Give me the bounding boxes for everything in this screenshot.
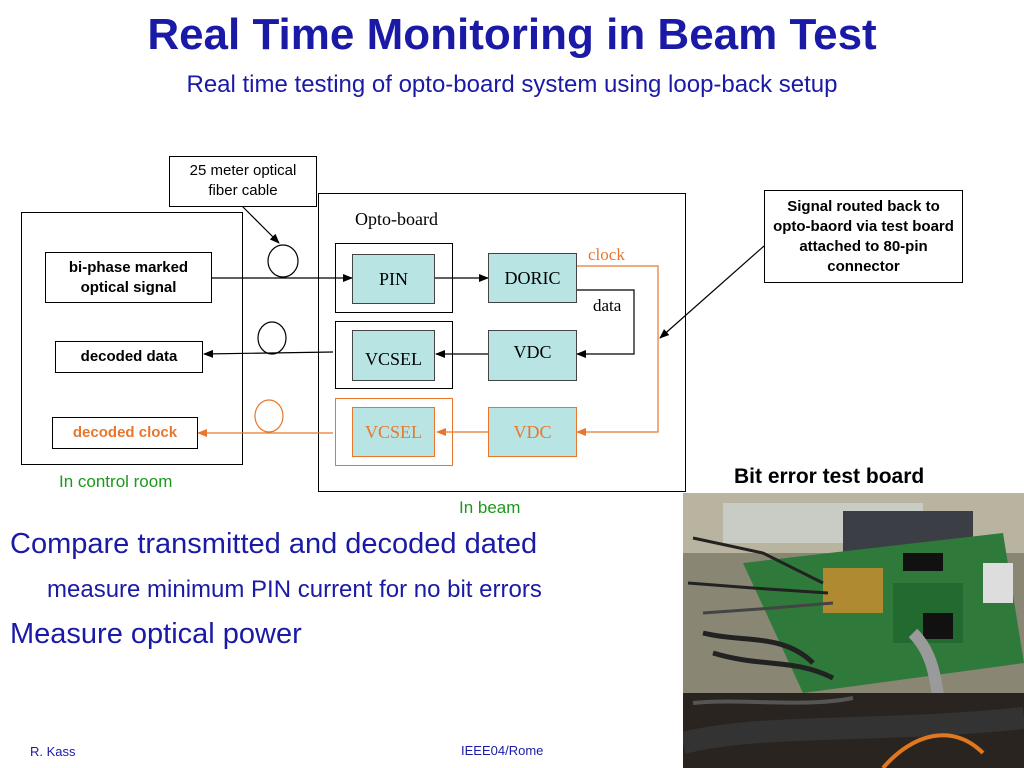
- clock-loop-line: [576, 265, 659, 436]
- footer-author: R. Kass: [30, 744, 76, 759]
- photo-caption: Bit error test board: [734, 465, 925, 488]
- vdc-clock-chip: VDC: [488, 407, 577, 457]
- bullet-compare-sub: measure minimum PIN current for no bit e…: [47, 576, 542, 603]
- slide-title: Real Time Monitoring in Beam Test: [147, 10, 877, 59]
- vcsel-data-chip: VCSEL: [352, 330, 435, 381]
- data-loop-line: [576, 289, 635, 358]
- bullet-compare: Compare transmitted and decoded dated: [10, 528, 538, 560]
- fiber-label-pointer: [241, 205, 280, 244]
- bit-error-test-board-photo: [683, 493, 1024, 768]
- routing-note-pointer: [659, 245, 765, 339]
- opto-board-label: Opto-board: [355, 209, 438, 229]
- slide-subtitle: Real time testing of opto-board system u…: [186, 71, 838, 98]
- decoded-clock-box: decoded clock: [52, 417, 198, 449]
- input-signal-box: bi-phase marked optical signal: [45, 252, 212, 303]
- footer-venue: IEEE04/Rome: [461, 743, 544, 758]
- bullet-optical-power: Measure optical power: [10, 618, 302, 650]
- control-room-label: In control room: [59, 472, 173, 491]
- routing-note-box: Signal routed back to opto-baord via tes…: [764, 190, 963, 283]
- data-label: data: [593, 296, 622, 315]
- decoded-data-box: decoded data: [55, 341, 203, 373]
- clock-label: clock: [588, 245, 625, 264]
- fiber-ellipse-clock: [254, 399, 284, 433]
- fiber-label-box: 25 meter optical fiber cable: [169, 156, 317, 207]
- pin-chip: PIN: [352, 254, 435, 304]
- vdc-data-chip: VDC: [488, 330, 577, 381]
- in-beam-label: In beam: [459, 498, 521, 517]
- fiber-ellipse-data: [257, 321, 287, 355]
- fiber-ellipse-input: [267, 244, 299, 278]
- doric-chip: DORIC: [488, 253, 577, 303]
- vcsel-clock-chip: VCSEL: [352, 407, 435, 457]
